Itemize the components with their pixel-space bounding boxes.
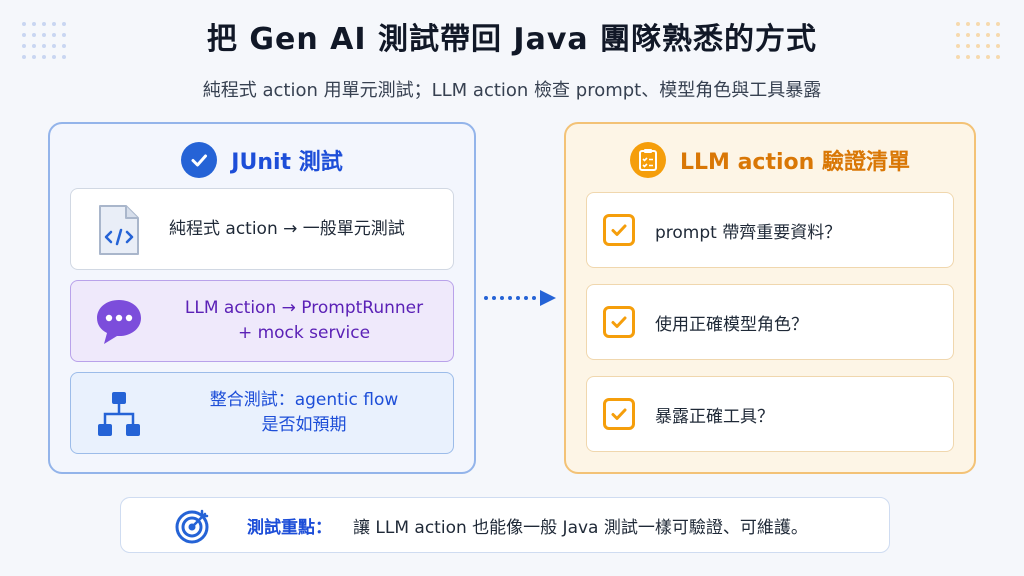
clipboard-icon [630, 142, 666, 178]
pure-action-card: 純程式 action → 一般單元測試 [70, 188, 454, 270]
checkbox-checked-icon [603, 398, 635, 430]
page-title: 把 Gen AI 測試帶回 Java 團隊熟悉的方式 [206, 22, 818, 57]
integration-test-text: 整合測試：agentic flow 是否如預期 [167, 373, 441, 453]
junit-panel-heading: JUnit 測試 [231, 150, 343, 175]
integration-test-card: 整合測試：agentic flow 是否如預期 [70, 372, 454, 454]
pure-action-text: 純程式 action → 一般單元測試 [167, 189, 441, 269]
decorative-dots-left [22, 22, 68, 62]
code-file-icon [91, 201, 147, 259]
checklist-item-label: prompt 帶齊重要資料？ [655, 222, 842, 243]
test-focus-label: 測試重點： [247, 517, 332, 538]
integration-test-line2: 是否如預期 [261, 415, 347, 435]
checkbox-checked-icon [603, 306, 635, 338]
page-subtitle: 純程式 action 用單元測試；LLM action 檢查 prompt、模型… [202, 80, 822, 101]
pure-action-line1: 純程式 action → 一般單元測試 [169, 218, 405, 239]
checklist-item-tools: 暴露正確工具？ [586, 376, 954, 452]
checklist-item-model-role: 使用正確模型角色？ [586, 284, 954, 360]
test-focus-text: 讓 LLM action 也能像一般 Java 測試一樣可驗證、可維護。 [353, 517, 808, 538]
decorative-dots-right [956, 22, 1002, 62]
chat-bubble-icon [91, 293, 147, 351]
checkbox-checked-icon [603, 214, 635, 246]
integration-test-line1: 整合測試：agentic flow [209, 390, 399, 410]
checklist-item-label: 使用正確模型角色？ [655, 314, 808, 335]
target-icon [175, 509, 209, 544]
llm-action-line2: + mock service [237, 323, 371, 343]
checklist-item-label: 暴露正確工具？ [655, 406, 774, 427]
llm-action-card: LLM action → PromptRunner + mock service [70, 280, 454, 362]
flow-tree-icon [91, 385, 147, 443]
llm-action-text: LLM action → PromptRunner + mock service [167, 281, 441, 361]
dotted-arrow-icon [484, 290, 556, 306]
test-focus-banner: 測試重點： 讓 LLM action 也能像一般 Java 測試一樣可驗證、可維… [120, 497, 890, 553]
llm-checklist-heading: LLM action 驗證清單 [680, 150, 910, 175]
junit-panel: JUnit 測試 純程式 action → 一般單元測試 L [48, 122, 476, 474]
llm-action-line1: LLM action → PromptRunner [184, 298, 424, 318]
llm-checklist-header: LLM action 驗證清單 [566, 142, 974, 178]
check-circle-icon [181, 142, 218, 178]
junit-panel-header: JUnit 測試 [50, 142, 474, 178]
checklist-item-prompt: prompt 帶齊重要資料？ [586, 192, 954, 268]
llm-checklist-panel: LLM action 驗證清單 prompt 帶齊重要資料？ 使用正確模型角色？… [564, 122, 976, 474]
